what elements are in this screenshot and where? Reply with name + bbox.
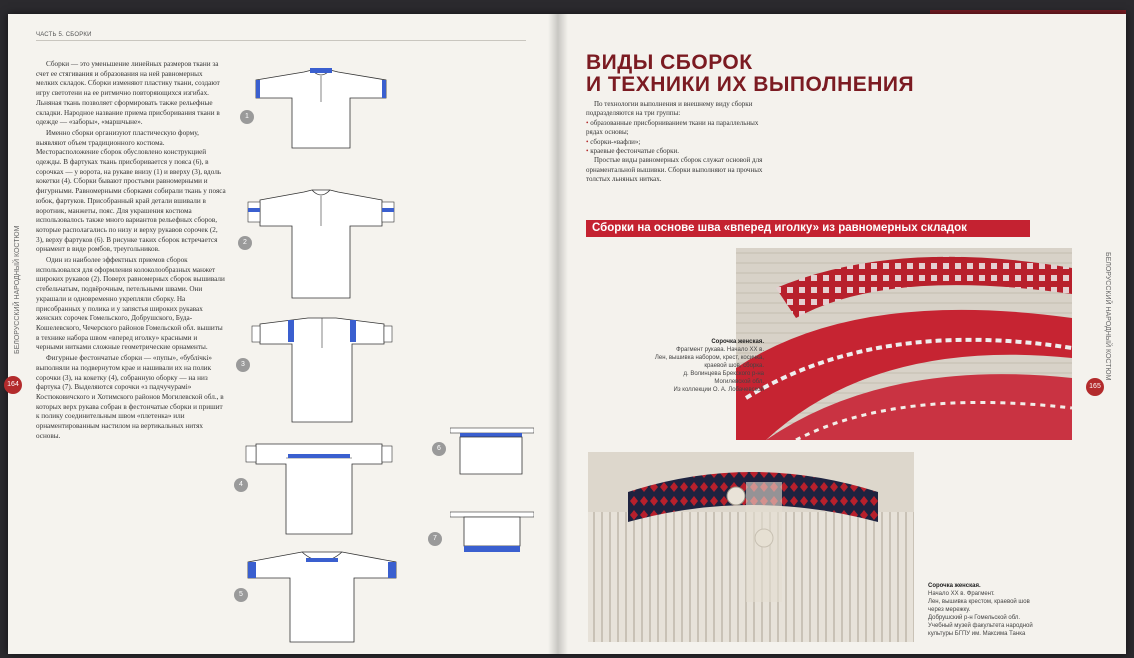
figure-badge-1: 1: [240, 110, 254, 124]
caption-line: культуры БГПУ им. Максима Танка: [928, 631, 1026, 637]
intro-paragraph: По технологии выполнения и внешнему виду…: [586, 100, 753, 118]
caption-title: Сорочка женская.: [928, 583, 981, 589]
caption-title: Сорочка женская.: [711, 339, 764, 345]
paragraph: Один из наиболее эффектных приемов сборо…: [36, 256, 225, 352]
caption-line: Могилевской обл.: [714, 379, 764, 385]
figure-2-shirt: [246, 186, 396, 302]
caption-line: краевой шов, сборка.: [704, 363, 764, 369]
caption-line: Из коллекции О. А. Лобачевской: [673, 387, 764, 393]
paragraph: Сборки — это уменьшение линейных размеро…: [36, 60, 220, 127]
figure-badge-2: 2: [238, 236, 252, 250]
page-number-right: 165: [1086, 378, 1104, 396]
page-title: ВИДЫ СБОРОК И ТЕХНИКИ ИХ ВЫПОЛНЕНИЯ: [586, 52, 914, 96]
figure-badge-7: 7: [428, 532, 442, 546]
caption-line: Начало XX в. Фрагмент.: [928, 591, 995, 597]
title-line-1: ВИДЫ СБОРОК: [586, 51, 753, 74]
paragraph: Именно сборки организуют пластическую фо…: [36, 128, 226, 254]
figure-badge-6: 6: [432, 442, 446, 456]
figure-badge-5: 5: [234, 588, 248, 602]
figure-5-shirt: [246, 544, 398, 644]
running-header: ЧАСТЬ 5. СБОРКИ: [36, 32, 92, 38]
figure-1-shirt: [246, 66, 396, 150]
header-rule: [36, 40, 526, 41]
figure-6-apron: [450, 424, 534, 476]
caption-line: Лен, вышивка набором, крест, косичка,: [654, 355, 764, 361]
body-text: Сборки — это уменьшение линейных размеро…: [36, 60, 226, 442]
caption-line: Добрушский р-н Гомельской обл.: [928, 615, 1021, 621]
side-title-right: БЕЛОРУССКИЙ НАРОДНЫЙ КОСТЮМ: [1104, 252, 1111, 381]
caption-line: через мережку.: [928, 607, 971, 613]
title-line-2: И ТЕХНИКИ ИХ ВЫПОЛНЕНИЯ: [586, 73, 915, 96]
figure-4-shirt: [244, 438, 394, 538]
intro-paragraph: Простые виды равномерных сборок служат о…: [586, 156, 763, 184]
caption-line: д. Волинцевa Брекского р-на: [683, 371, 764, 377]
section-banner: Сборки на основе шва «вперед иголку» из …: [586, 220, 1030, 237]
intro-text: По технологии выполнения и внешнему виду…: [586, 100, 766, 185]
intro-list-item: образованные присборниванием ткани на па…: [586, 119, 766, 138]
caption-photo-2: Сорочка женская. Начало XX в. Фрагмент. …: [928, 582, 1052, 638]
page-fold: [548, 14, 568, 654]
book-spread: ЧАСТЬ 5. СБОРКИ БЕЛОРУССКИЙ НАРОДНЫЙ КОС…: [4, 14, 1126, 654]
figure-badge-4: 4: [234, 478, 248, 492]
photo-embroidered-sleeve: [736, 248, 1073, 442]
intro-list-item: сборки-«вафли»;: [586, 138, 766, 147]
caption-line: Лен, вышивка крестом, краевой шов: [928, 599, 1030, 605]
paragraph: Фигурные фестончатые сборки — «пупы», «б…: [36, 354, 224, 440]
photo-shirt-collar: [588, 452, 914, 642]
figure-3-shirt: [248, 314, 396, 424]
caption-line: Фрагмент рукава. Начало XX в.: [676, 347, 764, 353]
page-number-left: 164: [4, 376, 22, 394]
side-title-left: БЕЛОРУССКИЙ НАРОДНЫЙ КОСТЮМ: [14, 225, 21, 354]
figure-badge-3: 3: [236, 358, 250, 372]
caption-line: Учебный музей факультета народной: [928, 623, 1033, 629]
caption-photo-1: Сорочка женская. Фрагмент рукава. Начало…: [614, 338, 764, 394]
intro-list-item: краевые фестончатые сборки.: [586, 147, 766, 156]
figure-7-apron: [450, 510, 534, 560]
